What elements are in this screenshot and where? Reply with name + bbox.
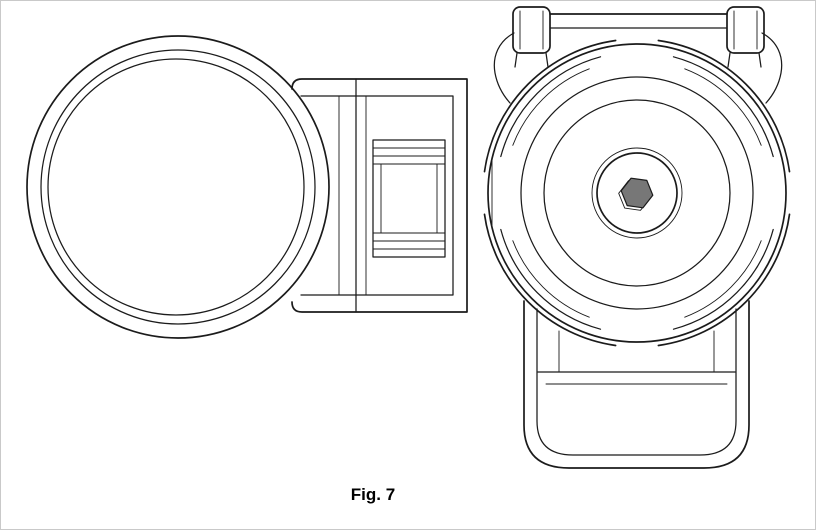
top-lever	[493, 6, 783, 104]
hinge-linkage	[291, 78, 468, 313]
clamp-ring	[26, 35, 330, 339]
hand-knob	[483, 39, 791, 347]
bottom-handle	[523, 300, 750, 469]
hex-socket-bolt	[618, 177, 654, 211]
figure-caption: Fig. 7	[350, 485, 396, 504]
